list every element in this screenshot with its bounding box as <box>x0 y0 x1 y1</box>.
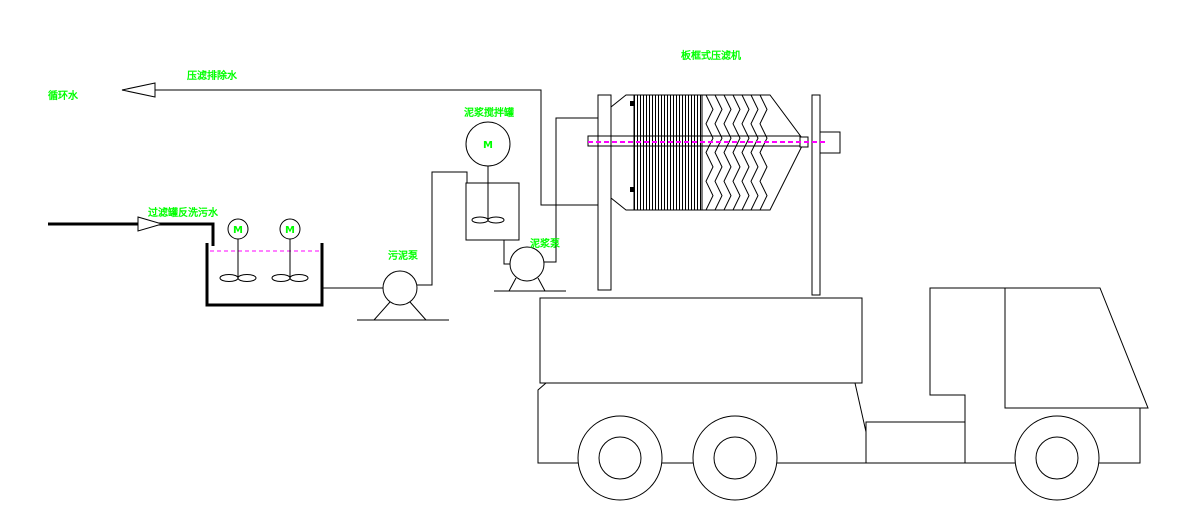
wheel-hub <box>598 436 642 480</box>
packed-filter-plates <box>633 94 703 211</box>
pump-stand-left <box>373 301 391 321</box>
truck-wheel <box>1014 415 1100 501</box>
press-head-plate <box>597 94 612 291</box>
label-sewage-pump: 污泥泵 <box>388 249 419 262</box>
mixing-tank-body <box>465 182 520 241</box>
label-backwash-water: 过滤罐反洗污水 <box>148 206 219 219</box>
pump-stand-left <box>508 277 517 292</box>
impeller-blade <box>219 274 239 282</box>
pump-stand-right <box>409 301 427 321</box>
truck <box>537 287 1149 501</box>
pump-icon <box>509 246 545 282</box>
impeller-blade <box>237 274 257 282</box>
truck-cab <box>929 287 1149 464</box>
right-arrow-icon <box>137 216 164 232</box>
opened-filter-plates <box>705 94 768 211</box>
opened-filter-plate <box>741 94 750 211</box>
opened-filter-plate <box>759 94 768 211</box>
truck-wheel <box>692 415 778 501</box>
motor-label: M <box>285 225 295 236</box>
motor-label: M <box>483 140 493 151</box>
tank-mixer-1: M <box>219 218 257 282</box>
truck-cargo-box <box>539 297 863 384</box>
sewage-pump <box>322 171 468 321</box>
pump-outlet-pipe <box>544 117 598 263</box>
label-press-water: 压滤排除水 <box>187 69 238 82</box>
wheel-hub <box>713 436 757 480</box>
opened-filter-plate <box>705 94 714 211</box>
collection-tank: M M <box>205 218 324 307</box>
tank-mixer-2: M <box>271 218 309 282</box>
press-tail-plate <box>811 94 821 296</box>
motor-label: M <box>233 225 243 236</box>
truck-chassis-link <box>865 421 966 464</box>
impeller-blade <box>289 274 309 282</box>
tank-walls <box>205 243 324 307</box>
pump-outlet-pipe <box>417 171 468 286</box>
label-filter-press: 板框式压滤机 <box>681 49 741 62</box>
filter-press <box>587 94 841 296</box>
truck-wheel <box>577 415 663 501</box>
truck-cab-window-line <box>1004 288 1148 409</box>
impeller-blade <box>271 274 291 282</box>
return-pipe <box>155 89 598 206</box>
opened-filter-plate <box>732 94 741 211</box>
slurry-pump <box>494 117 598 292</box>
pump-icon <box>382 270 418 306</box>
label-slurry-pump: 泥浆泵 <box>530 237 561 250</box>
pump-stand-right <box>537 277 546 292</box>
slurry-mixing-tank: M <box>465 121 520 241</box>
wheel-hub <box>1035 436 1079 480</box>
impeller-blade <box>487 216 505 224</box>
plate-lug-top <box>630 101 634 106</box>
press-water-return-line <box>121 82 598 206</box>
left-arrow-icon <box>121 82 156 98</box>
opened-filter-plate <box>723 94 732 211</box>
inlet-pipe <box>48 222 215 246</box>
plate-lug-bottom <box>630 187 634 192</box>
pump-inlet-pipe <box>503 240 510 265</box>
label-mixing-tank: 泥浆搅拌罐 <box>464 106 514 119</box>
backwash-inlet-pipe <box>48 216 215 246</box>
opened-filter-plate <box>714 94 723 211</box>
opened-filter-plate <box>750 94 759 211</box>
label-recirculating-water: 循环水 <box>48 89 79 102</box>
